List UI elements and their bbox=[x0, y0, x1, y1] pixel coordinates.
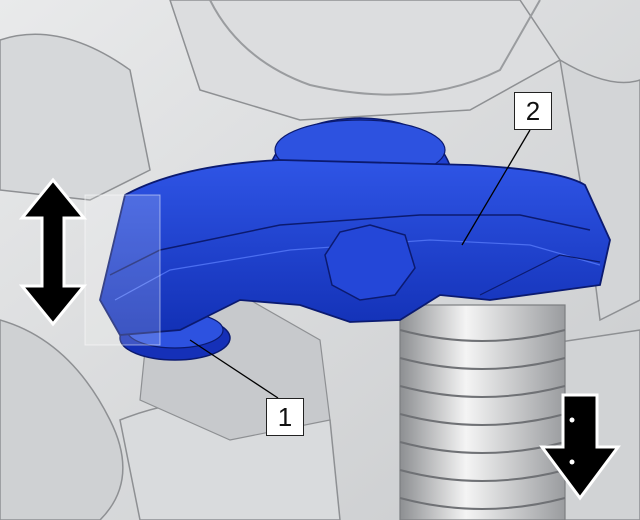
casting-left bbox=[0, 33, 151, 201]
casting-upper bbox=[169, 0, 562, 121]
callout-label-1: 1 bbox=[266, 398, 304, 436]
casting-left-lower bbox=[0, 319, 124, 520]
casting-upper-rib bbox=[209, 0, 541, 96]
callout-label-2: 2 bbox=[514, 92, 552, 130]
casting-right bbox=[558, 58, 640, 322]
double-headed-vertical-arrow-icon bbox=[18, 177, 88, 327]
roller-finger-follower bbox=[84, 159, 611, 346]
callout-label-2-text: 2 bbox=[525, 95, 541, 126]
leader-line-2 bbox=[461, 129, 531, 246]
down-arrow-icon bbox=[539, 393, 621, 501]
valve-spring bbox=[399, 304, 566, 520]
leader-line-1 bbox=[189, 339, 279, 399]
callout-label-1-text: 1 bbox=[277, 401, 293, 432]
